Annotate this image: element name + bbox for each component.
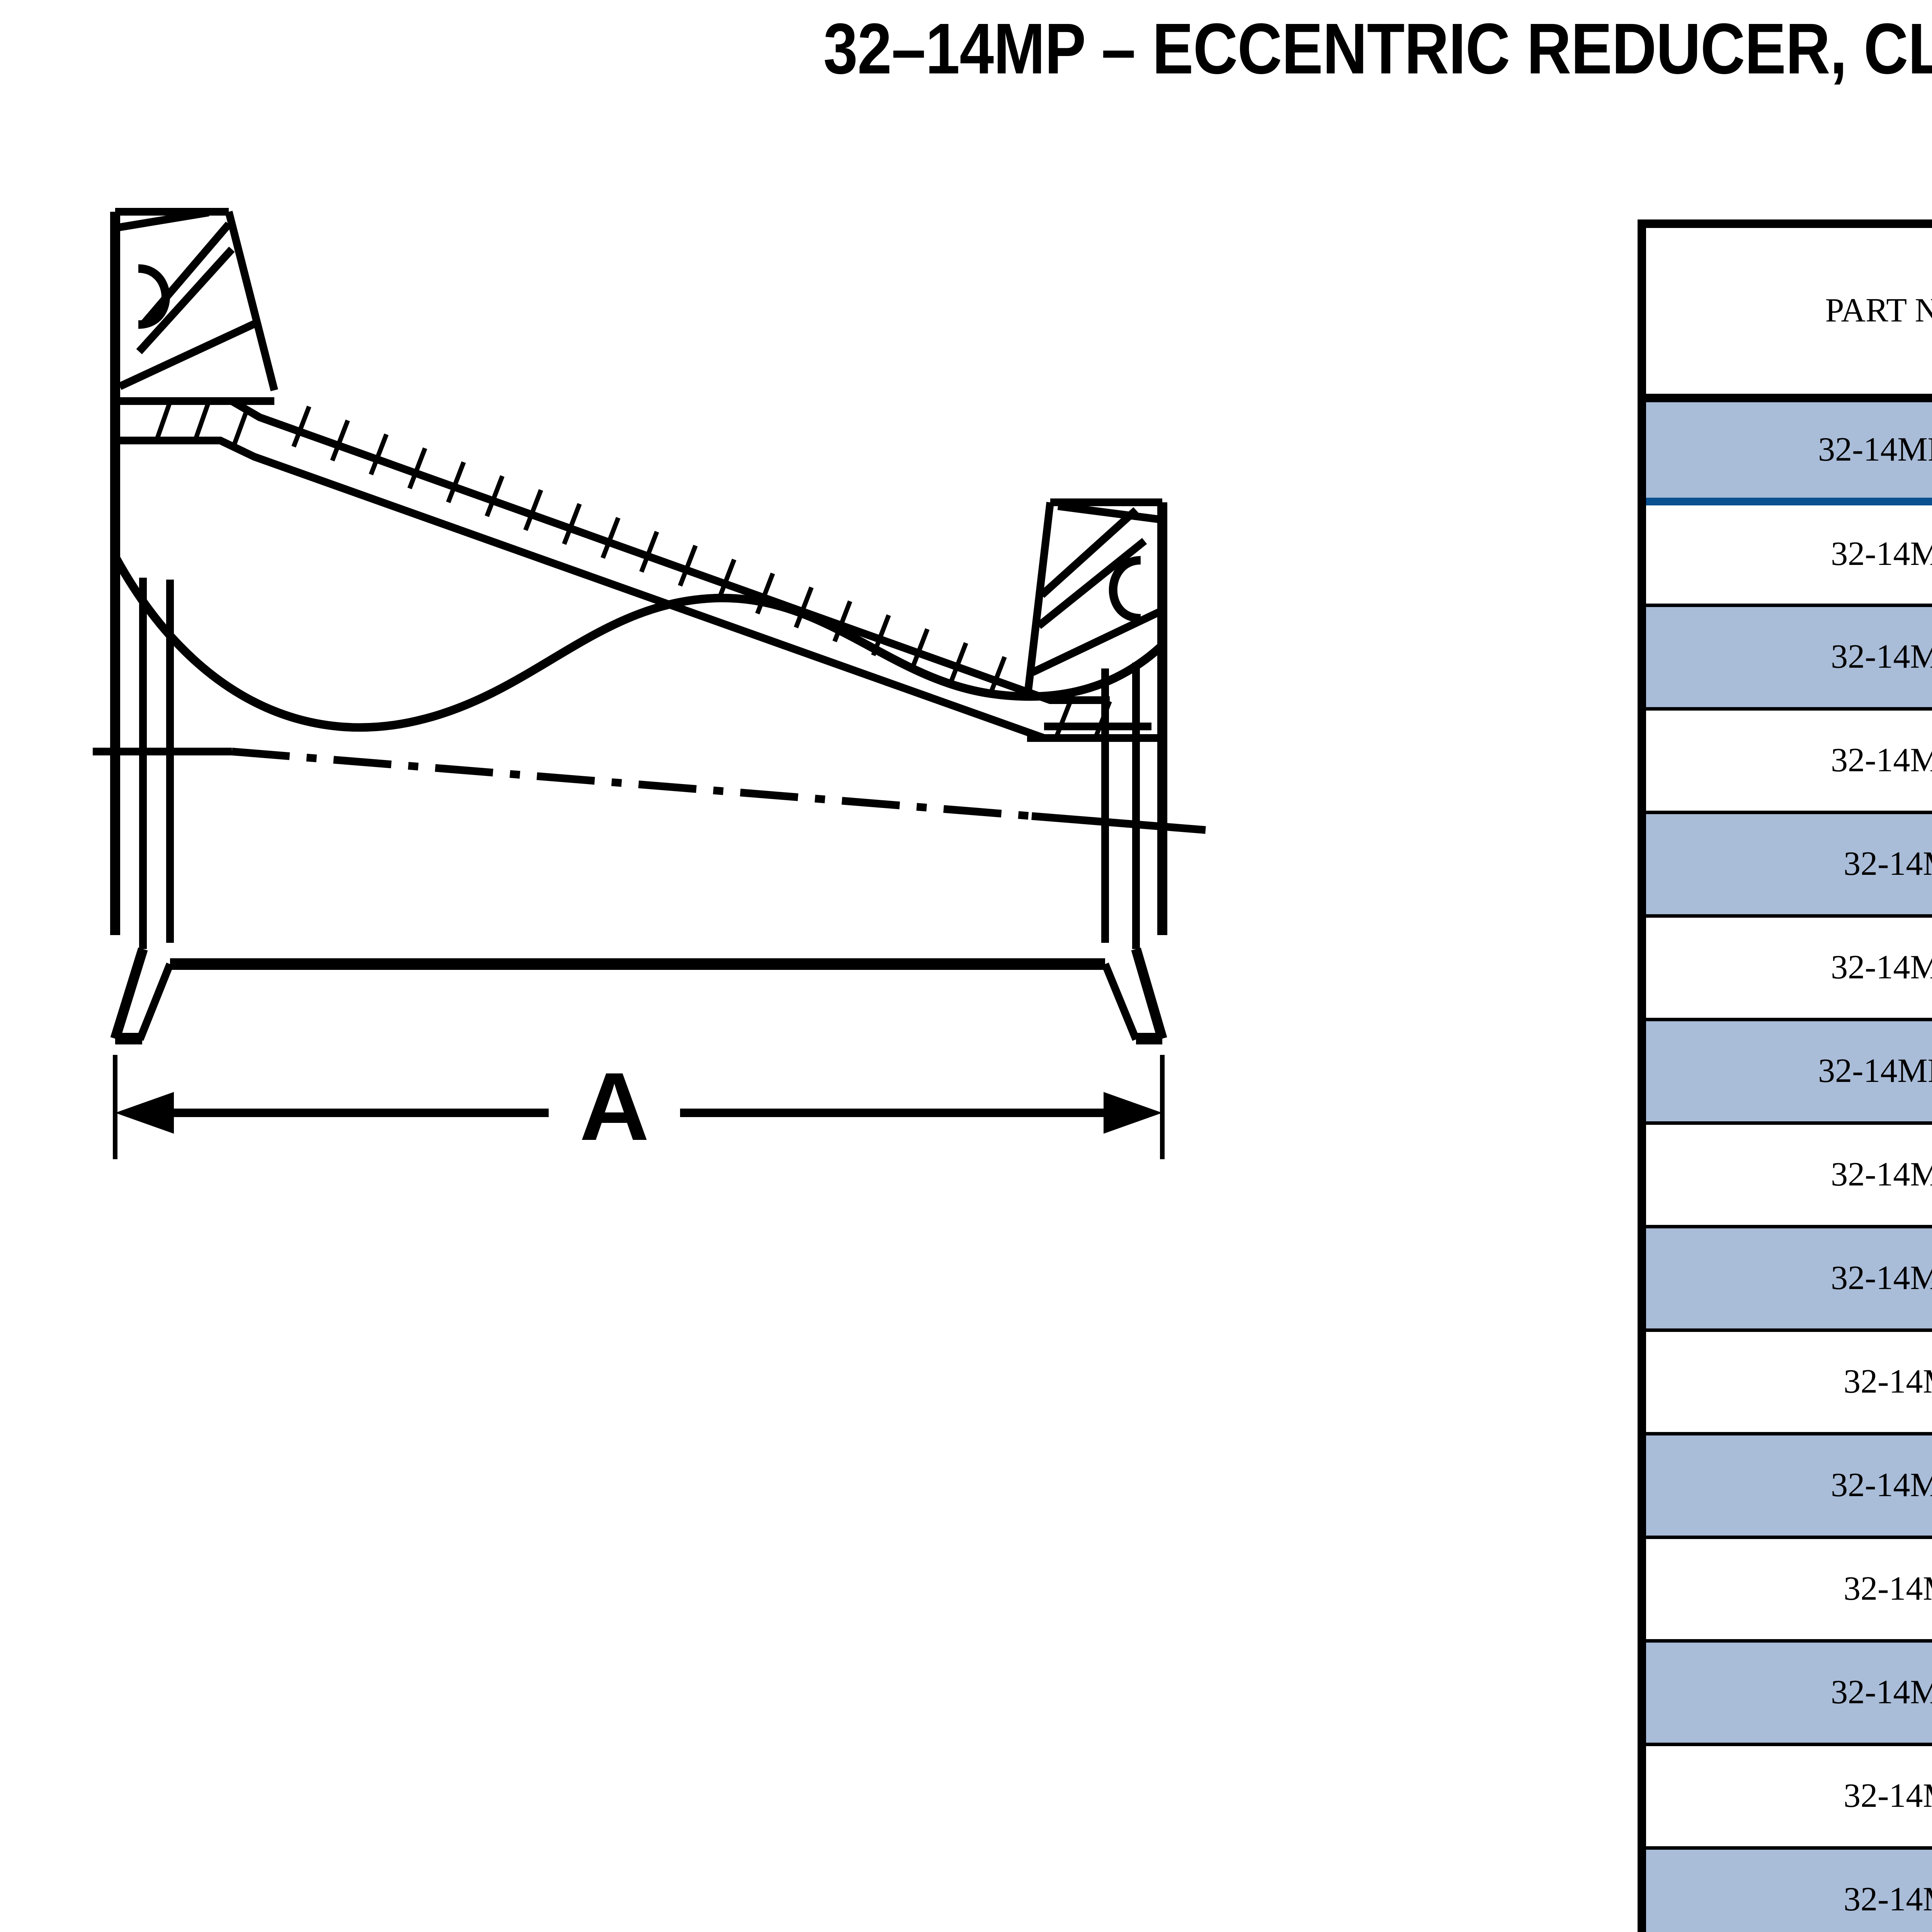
table-row[interactable]: 32-14MP-1X.751 X 3/42.000 — [1646, 605, 1932, 711]
table-row[interactable]: 32-14MP-3X23 X 25.000 — [1646, 1330, 1932, 1435]
cell-part-number: 32-14MP-6X3 — [1646, 1848, 1932, 1932]
cell-part-number: 32-14MP-2.5X2 — [1646, 1123, 1932, 1228]
cell-part-number: 32-14MP-1.5X1 — [1646, 709, 1932, 814]
table-row[interactable]: 32-14MP-4X34 X 35.125 — [1646, 1744, 1932, 1850]
spec-table: PART NUMBER SIZE (inches) A (inches) 32-… — [1646, 228, 1932, 1932]
spec-table-body: 32-14MP-.75X.503/4 X 1/22.00032-14MP-1X.… — [1646, 398, 1932, 1932]
centerline-icon — [93, 748, 1206, 834]
column-header-part-number: PART NUMBER — [1646, 228, 1932, 402]
table-row[interactable]: 32-14MP-3X2.53 X 2-1/23.000 — [1646, 1434, 1932, 1539]
table-row[interactable]: 32-14MP-1X.501 X 1/22.500 — [1646, 502, 1932, 607]
cell-part-number: 32-14MP-2.5X1.5 — [1646, 1019, 1932, 1125]
table-row[interactable]: 32-14MP-2X1.52 X 1-1/23.000 — [1646, 916, 1932, 1021]
dimension-label-a: A — [580, 1053, 650, 1160]
eccentric-reducer-drawing: A — [93, 170, 1522, 1175]
cell-part-number: 32-14MP-1X.75 — [1646, 605, 1932, 711]
left-flange-icon — [110, 208, 278, 935]
page-title: 32–14MP – ECCENTRIC REDUCER, CLAMP ENDS — [823, 9, 1932, 89]
cell-part-number: 32-14MP-3X2.5 — [1646, 1434, 1932, 1539]
cell-part-number: 32-14MP-2X1 — [1646, 812, 1932, 918]
reducer-cross-section-svg: A — [93, 208, 1206, 1160]
bottom-flange-lips-icon — [110, 947, 1167, 1044]
spec-table-container: PART NUMBER SIZE (inches) A (inches) 32-… — [1638, 219, 1932, 1932]
table-row[interactable]: 32-14MP-.75X.503/4 X 1/22.000 — [1646, 398, 1932, 505]
table-row[interactable]: 32-14MP-4X24 X 29.125 — [1646, 1537, 1932, 1643]
table-row[interactable]: 32-14MP-6X36 X 36.750 — [1646, 1848, 1932, 1932]
table-header-row: PART NUMBER SIZE (inches) A (inches) — [1646, 228, 1932, 402]
table-row[interactable]: 32-14MP-1.5X11-1/2 X 13.000 — [1646, 709, 1932, 814]
dimension-arrow-icon — [113, 1055, 1165, 1159]
table-row[interactable]: 32-14MP-2.5X1.52-1/2 X 1-1/25.000 — [1646, 1019, 1932, 1125]
cell-part-number: 32-14MP-3X2 — [1646, 1330, 1932, 1435]
cell-part-number: 32-14MP-2X1.5 — [1646, 916, 1932, 1021]
reducer-body-walls-icon — [139, 578, 1140, 949]
right-flange-icon — [1023, 498, 1167, 935]
break-line-icon — [111, 554, 1165, 732]
cell-part-number: 32-14MP-4X2.5 — [1646, 1641, 1932, 1746]
cell-part-number: 32-14MP-.75X.50 — [1646, 398, 1932, 505]
spec-table-head: PART NUMBER SIZE (inches) A (inches) — [1646, 228, 1932, 402]
cell-part-number: 32-14MP-3X1.5 — [1646, 1226, 1932, 1332]
cell-part-number: 32-14MP-4X3 — [1646, 1744, 1932, 1850]
table-row[interactable]: 32-14MP-4X2.54 X 2-1/27.125 — [1646, 1641, 1932, 1746]
column-header-part-number-line1: PART NUMBER — [1825, 292, 1932, 330]
cell-part-number: 32-14MP-4X2 — [1646, 1537, 1932, 1643]
table-row[interactable]: 32-14MP-2X12 X 15.000 — [1646, 812, 1932, 918]
table-row[interactable]: 32-14MP-3X1.53 X 1-1/27.000 — [1646, 1226, 1932, 1332]
table-row[interactable]: 32-14MP-2.5X22-1/2 X 23.000 — [1646, 1123, 1932, 1228]
cell-part-number: 32-14MP-1X.50 — [1646, 502, 1932, 607]
